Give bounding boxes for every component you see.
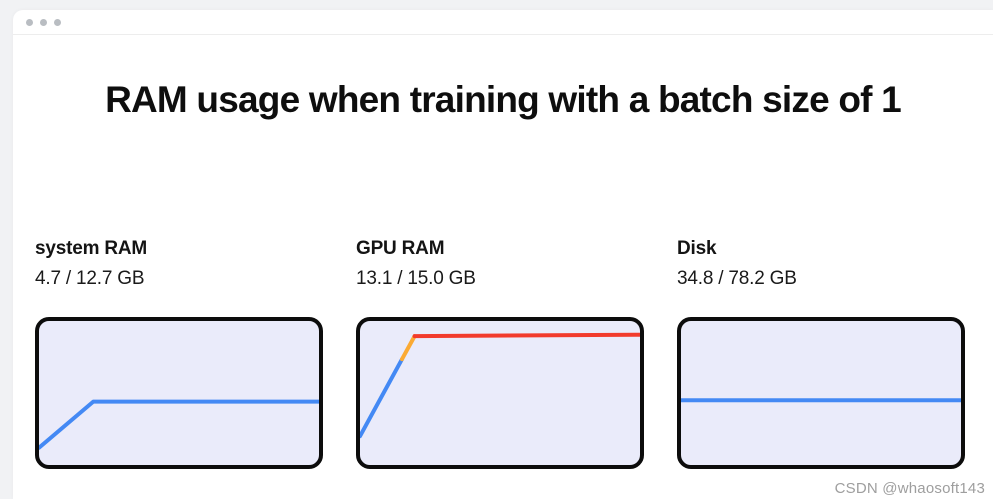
window-content: RAM usage when training with a batch siz… [13, 79, 993, 469]
watermark: CSDN @whaosoft143 [834, 480, 985, 497]
panel-value: 4.7 / 12.7 GB [35, 267, 145, 289]
disk-sparkline [677, 316, 965, 469]
panel-value: 13.1 / 15.0 GB [356, 267, 476, 289]
panel-value: 34.8 / 78.2 GB [677, 267, 797, 289]
resource-panels: system RAM 4.7 / 12.7 GB GPU RAM 13.1 / … [13, 234, 993, 469]
panel-label: Disk [677, 237, 717, 259]
panel-disk: Disk 34.8 / 78.2 GB [677, 234, 965, 469]
window-control-dot[interactable] [26, 18, 33, 26]
gpu-ram-sparkline-svg [360, 321, 640, 465]
app-window: RAM usage when training with a batch siz… [13, 10, 993, 499]
page-title: RAM usage when training with a batch siz… [105, 79, 902, 120]
panel-gpu-ram: GPU RAM 13.1 / 15.0 GB [356, 234, 644, 469]
system-ram-sparkline-svg [39, 321, 319, 465]
window-titlebar [13, 10, 993, 35]
gpu-ram-sparkline [356, 316, 644, 469]
disk-sparkline-svg [681, 321, 961, 465]
window-control-dot[interactable] [54, 18, 61, 26]
system-ram-sparkline [35, 316, 323, 469]
panel-label: GPU RAM [356, 237, 445, 259]
panel-system-ram: system RAM 4.7 / 12.7 GB [35, 234, 323, 469]
panel-label: system RAM [35, 237, 148, 259]
window-control-dot[interactable] [40, 18, 47, 26]
